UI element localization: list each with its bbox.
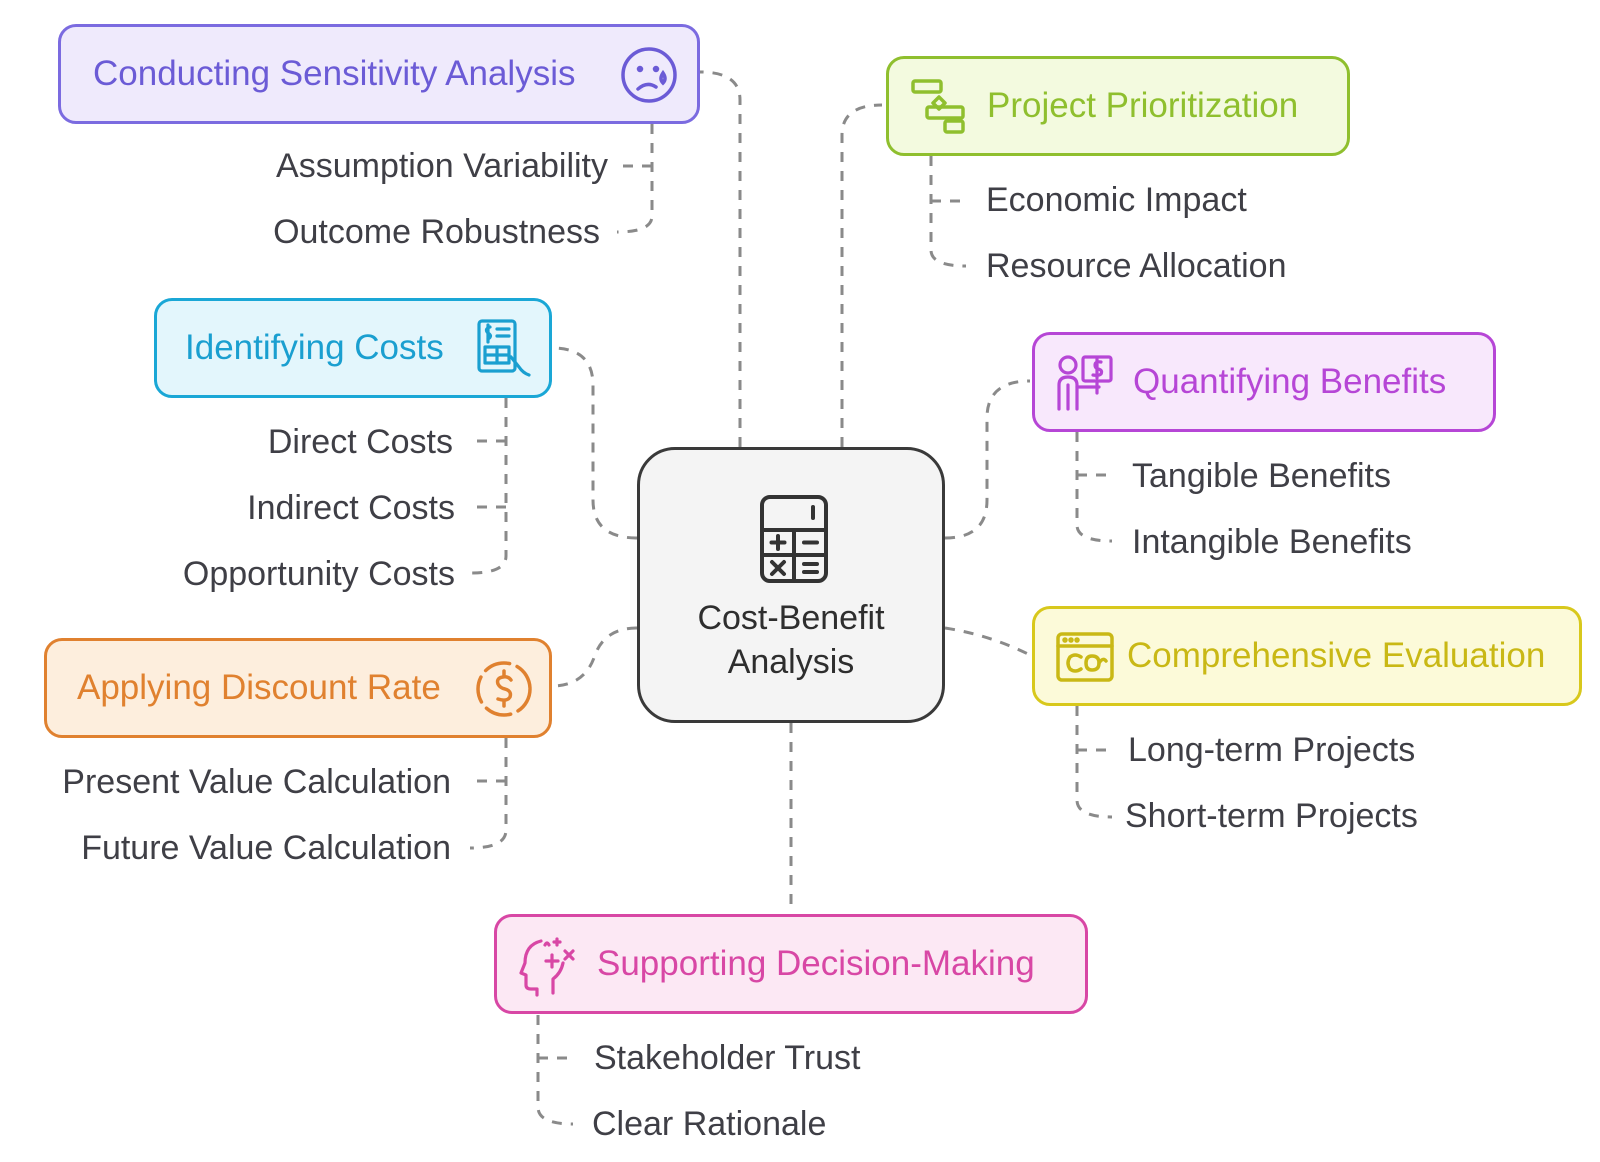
connector-sensitivity	[699, 70, 742, 447]
sad-face-icon	[621, 47, 677, 103]
connector-evaluation	[944, 626, 1031, 657]
leaf-tangible-benefits: Tangible Benefits	[1132, 457, 1391, 495]
topic-discount-label: Applying Discount Rate	[77, 668, 441, 707]
connector-costs	[551, 346, 638, 540]
topic-costs-label: Identifying Costs	[185, 328, 444, 367]
leaf-assumption-variability: Assumption Variability	[276, 147, 608, 185]
leaf-stakeholder-trust: Stakeholder Trust	[594, 1039, 861, 1077]
leaf-line-prioritization	[929, 156, 967, 268]
head-sparkle-icon	[519, 937, 575, 997]
leaf-line-decision	[536, 1015, 574, 1126]
topic-prioritization: Project Prioritization	[886, 56, 1350, 156]
leaf-direct-costs: Direct Costs	[267, 423, 453, 461]
topic-costs: Identifying Costs	[154, 298, 552, 398]
topic-sensitivity-label: Conducting Sensitivity Analysis	[93, 54, 576, 93]
leaf-intangible-benefits: Intangible Benefits	[1132, 523, 1412, 561]
leaf-clear-rationale: Clear Rationale	[592, 1105, 827, 1143]
connector-discount	[551, 626, 638, 688]
leaf-future-value-calculation: Future Value Calculation	[81, 829, 451, 867]
leaf-line-discount	[469, 738, 508, 850]
leaf-indirect-costs: Indirect Costs	[247, 489, 455, 527]
center-node: Cost-Benefit Analysis	[637, 447, 945, 723]
leaf-long-term-projects: Long-term Projects	[1128, 731, 1416, 769]
leaf-opportunity-costs: Opportunity Costs	[182, 555, 455, 593]
topic-benefits: Quantifying Benefits	[1032, 332, 1496, 432]
leaf-present-value-calculation: Present Value Calculation	[62, 763, 451, 801]
connector-benefits	[944, 379, 1031, 540]
calculator-icon	[760, 495, 828, 583]
topic-sensitivity: Conducting Sensitivity Analysis	[58, 24, 700, 124]
leaf-outcome-robustness: Outcome Robustness	[273, 213, 600, 251]
topic-discount: Applying Discount Rate	[44, 638, 552, 738]
dollar-circle-icon	[476, 661, 532, 717]
connector-prioritization	[840, 103, 883, 447]
leaf-line-benefits	[1075, 432, 1113, 543]
topic-prioritization-label: Project Prioritization	[987, 86, 1299, 125]
center-title-line2: Analysis	[727, 643, 855, 681]
leaf-short-term-projects: Short-term Projects	[1125, 797, 1418, 835]
leaf-resource-allocation: Resource Allocation	[986, 247, 1287, 285]
leaf-line-evaluation	[1075, 706, 1113, 819]
topic-benefits-label: Quantifying Benefits	[1133, 362, 1447, 401]
browser-window-icon	[1056, 632, 1114, 682]
gantt-icon	[911, 79, 965, 134]
invoice-icon	[477, 319, 531, 377]
presenter-icon	[1057, 355, 1113, 411]
topic-evaluation-label: Comprehensive Evaluation	[1127, 636, 1546, 675]
leaf-line-costs	[470, 398, 508, 575]
center-title: Cost-Benefit Analysis	[640, 596, 942, 684]
center-title-line1: Cost-Benefit	[697, 599, 885, 637]
leaf-economic-impact: Economic Impact	[986, 181, 1247, 219]
topic-decision: Supporting Decision-Making	[494, 914, 1088, 1014]
topic-evaluation: Comprehensive Evaluation	[1032, 606, 1582, 706]
leaf-line-sensitivity	[616, 124, 654, 234]
topic-decision-label: Supporting Decision-Making	[597, 944, 1035, 983]
